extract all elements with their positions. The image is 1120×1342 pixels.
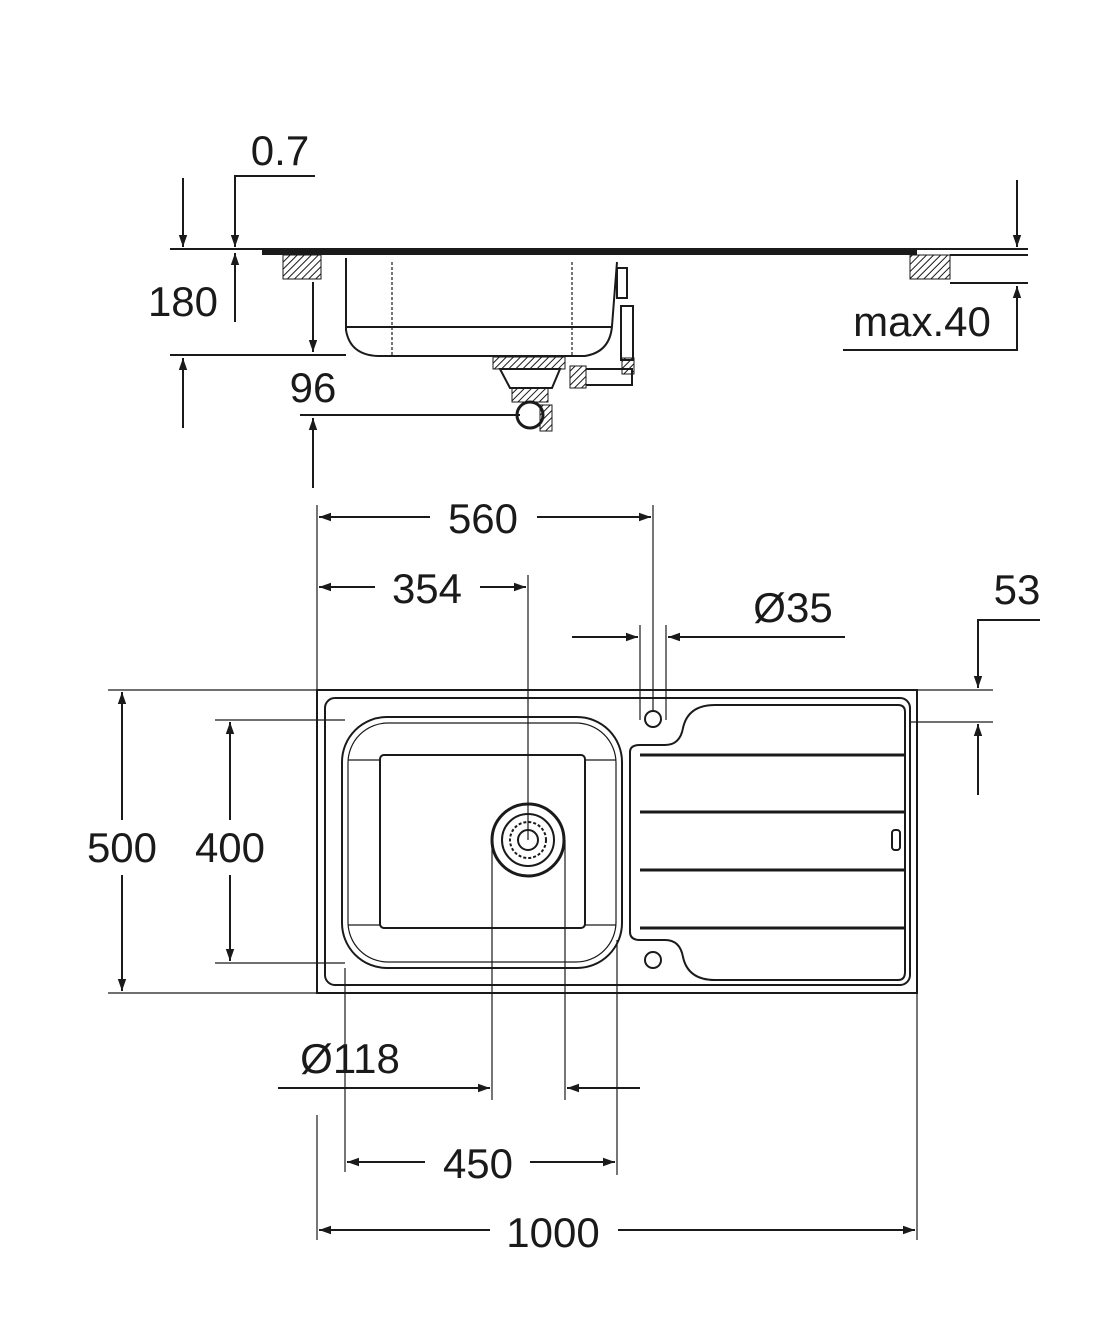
- overflow-slot: [891, 829, 901, 851]
- overflow-hole: [644, 951, 662, 969]
- bowl-bottom: [379, 754, 586, 929]
- sink-rim: [262, 250, 917, 255]
- bowl-corner-lines: [348, 759, 616, 926]
- bowl-depth-label: 400: [195, 824, 265, 871]
- max-counter-leader: [843, 286, 1022, 351]
- drain-waste-assembly: [492, 267, 635, 432]
- dimensions: 560 354 Ø35 53 500 400 Ø118: [87, 495, 1040, 1256]
- thickness-dim: [230, 175, 315, 247]
- drainer-ribs: [640, 753, 905, 930]
- bowl-inner-edge: [347, 722, 617, 963]
- drain-diameter-label: Ø118: [300, 1035, 400, 1082]
- bowl-profile: [345, 258, 618, 357]
- overall-depth-label: 500: [87, 824, 157, 871]
- max-counter-label: max.40: [853, 298, 991, 345]
- hatched-counter-right: [909, 254, 951, 280]
- top-view: [316, 689, 918, 994]
- side-view: 0.7 180 96 max.40: [148, 127, 1028, 488]
- bowl-outer: [341, 716, 623, 969]
- tap-hole-offset-leader: [973, 619, 1040, 688]
- height-label: 180: [148, 278, 218, 325]
- bowl-width-label: 450: [443, 1140, 513, 1187]
- hatched-counter-left: [282, 254, 322, 280]
- thickness-label: 0.7: [251, 127, 309, 174]
- drain-position-label: 354: [392, 565, 462, 612]
- overall-width-label: 1000: [506, 1209, 599, 1256]
- drain-offset-label: 96: [290, 364, 337, 411]
- tap-hole-offset-label: 53: [994, 566, 1041, 613]
- tap-hole: [644, 710, 662, 728]
- drainer-outline: [629, 704, 906, 981]
- tap-position-label: 560: [448, 495, 518, 542]
- tap-hole-diameter-label: Ø35: [753, 584, 832, 631]
